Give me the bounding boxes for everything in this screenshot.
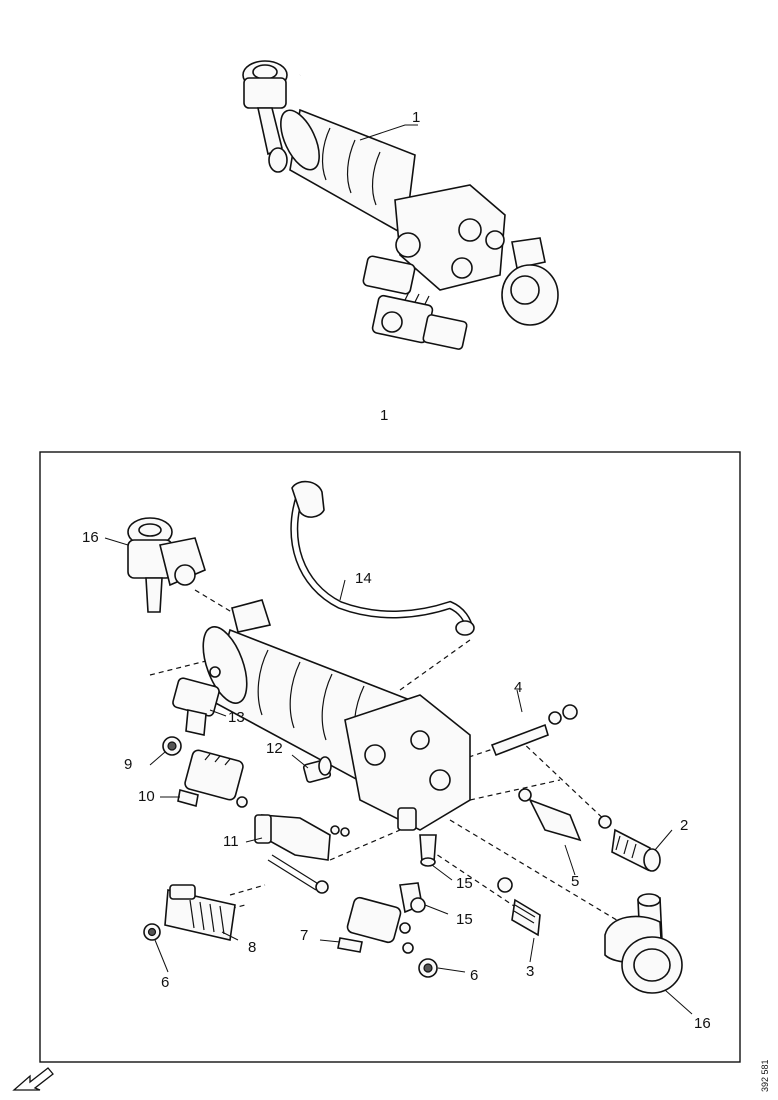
callout-6-right: 6 — [470, 967, 478, 984]
reference-code: 392 581 — [760, 1059, 770, 1092]
callout-10: 10 — [138, 788, 155, 805]
callout-15-upper: 15 — [456, 875, 473, 892]
callout-11: 11 — [223, 833, 239, 850]
exploded-view-frame — [39, 451, 741, 1063]
callout-9: 9 — [124, 756, 132, 773]
callout-15-lower: 15 — [456, 911, 473, 928]
callout-2: 2 — [680, 817, 688, 834]
callout-16-right: 16 — [694, 1015, 711, 1032]
arrow-front-icon — [12, 1067, 54, 1091]
callout-12: 12 — [266, 740, 283, 757]
callout-3: 3 — [526, 963, 534, 980]
callout-5: 5 — [571, 873, 579, 890]
callout-1: 1 — [412, 109, 420, 126]
callout-13: 13 — [228, 709, 245, 726]
callout-14: 14 — [355, 570, 372, 587]
callout-16-left: 16 — [82, 529, 99, 546]
exploded-view: 16 14 4 13 9 12 10 11 2 5 15 15 8 7 6 6 … — [82, 480, 711, 1032]
callout-7: 7 — [300, 927, 308, 944]
callout-4: 4 — [514, 679, 522, 696]
callout-6-left: 6 — [161, 974, 169, 991]
callout-8: 8 — [248, 939, 256, 956]
assembly-caption: 1 — [380, 407, 388, 424]
assembled-unit: 1 — [242, 56, 559, 350]
